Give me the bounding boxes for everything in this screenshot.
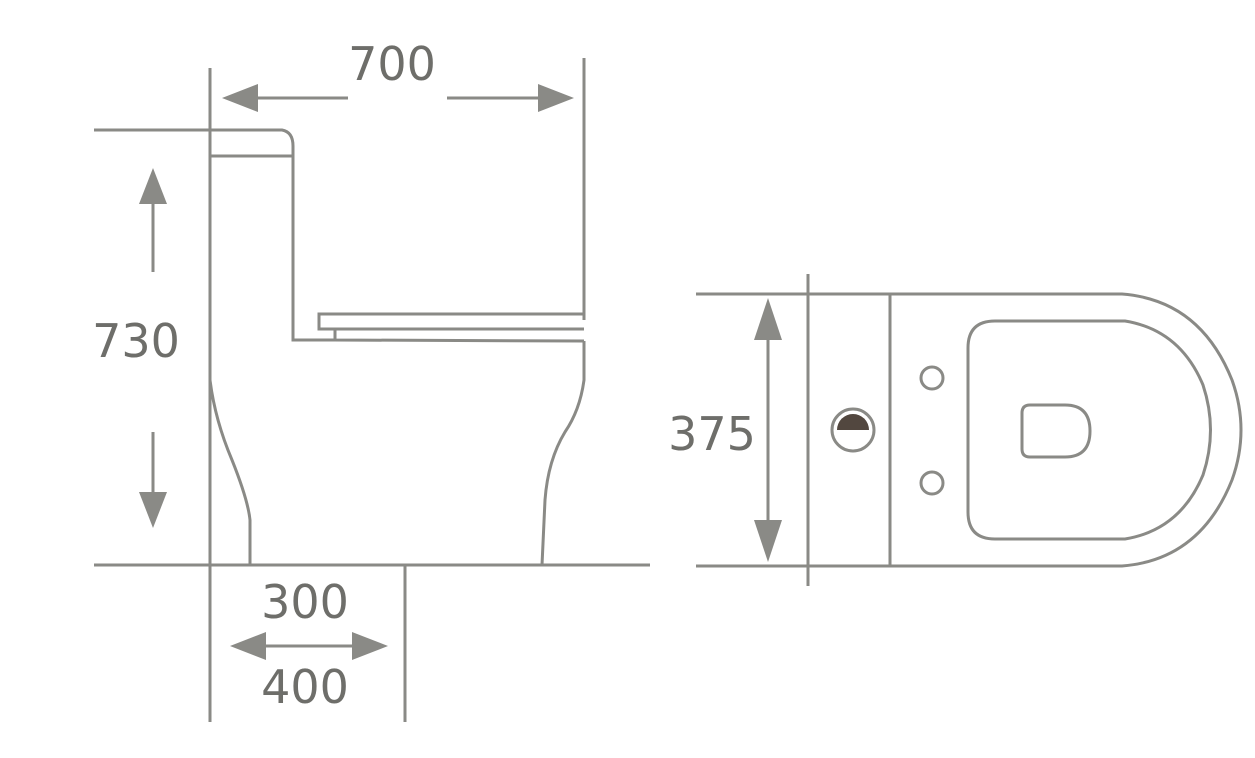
outlet-circle-icon xyxy=(830,407,876,453)
arrow-up-icon xyxy=(754,298,782,340)
arrow-down-icon xyxy=(754,520,782,562)
seat-lid xyxy=(317,312,584,331)
arrow-right-icon xyxy=(352,632,388,660)
tank-outline xyxy=(210,128,335,342)
top-view: 375 xyxy=(668,274,1243,586)
arrow-up-icon xyxy=(139,168,167,204)
width-label: 700 xyxy=(348,37,436,91)
bowl-opening xyxy=(1020,403,1092,459)
arrow-left-icon xyxy=(230,632,266,660)
arrow-down-icon xyxy=(139,492,167,528)
arrow-left-icon xyxy=(222,84,258,112)
outlet-fill-icon xyxy=(837,414,869,430)
hinge-hole-top-icon xyxy=(919,365,945,391)
height-label: 730 xyxy=(92,314,180,368)
arrow-right-icon xyxy=(538,84,574,112)
rough-in-300-label: 300 xyxy=(261,575,349,629)
side-view: 700 730 300 400 xyxy=(92,37,650,722)
rough-in-400-label: 400 xyxy=(261,660,349,714)
body-back-outline xyxy=(540,341,586,566)
hinge-hole-bottom-icon xyxy=(919,470,945,496)
body-front-outline xyxy=(208,340,252,565)
seat-ring xyxy=(333,329,585,343)
seat-outline xyxy=(966,319,1212,541)
top-width-label: 375 xyxy=(668,407,756,461)
bowl-outline xyxy=(696,292,1243,568)
